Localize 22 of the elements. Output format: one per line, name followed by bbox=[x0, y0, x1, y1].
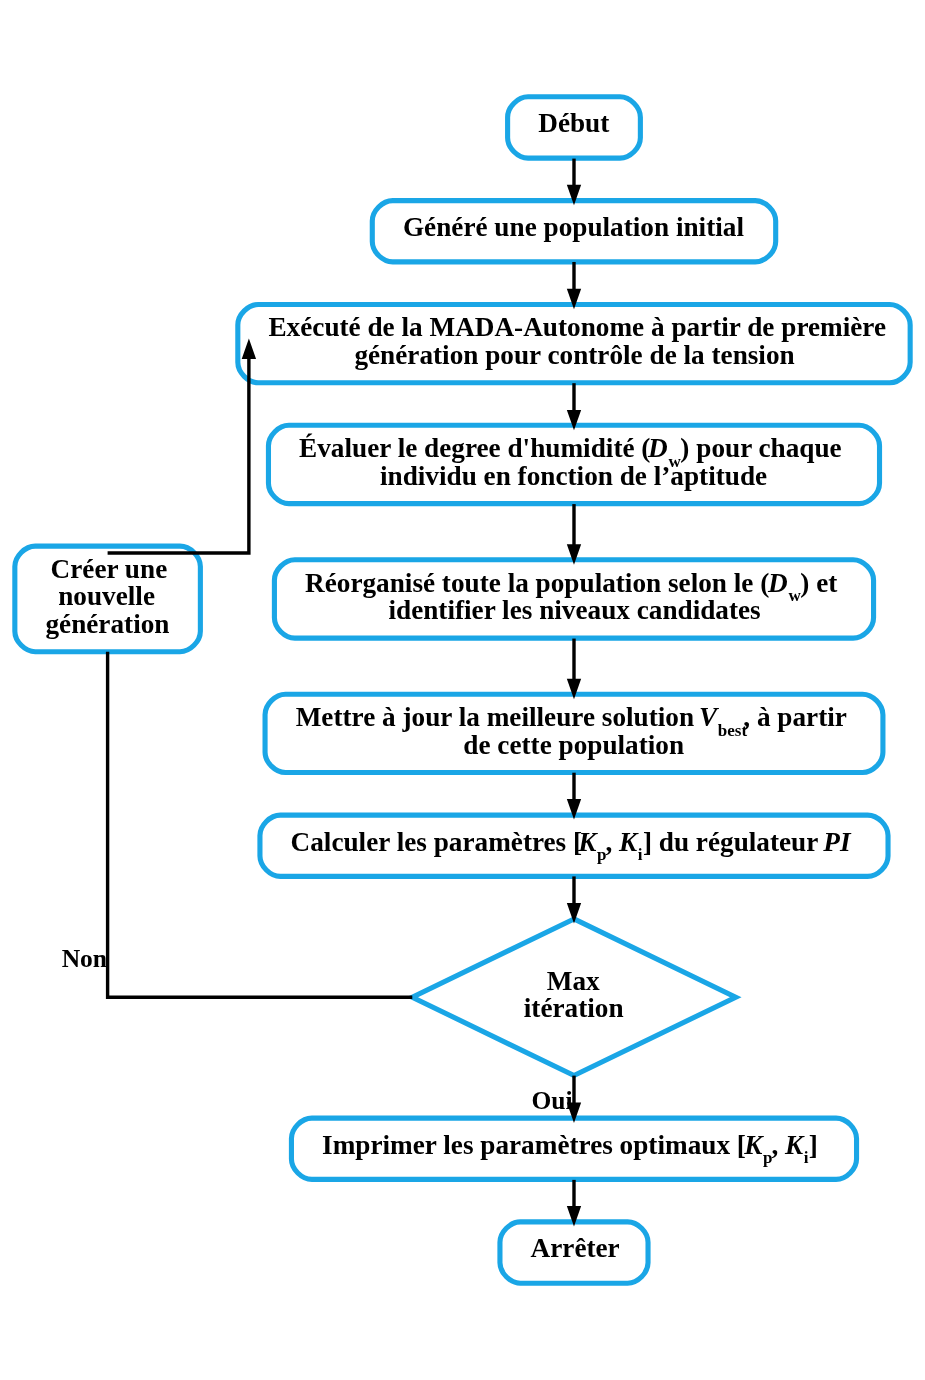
arrow bbox=[566, 876, 582, 924]
node-box: Réorganisé toute la population selon le (D$_{w}$) et identifier les niveaux candidates bbox=[271, 557, 877, 641]
node-box: Calculer les paramètres [K$_{p}$, K$_{i}$] du régulateur PI bbox=[257, 812, 891, 879]
arrow bbox=[566, 1179, 582, 1227]
node-box: Mettre à jour la meilleure solution V$_{best}$, à partir de cette population bbox=[262, 691, 886, 776]
arrow bbox=[566, 383, 582, 431]
node-box: Généré une population initial bbox=[369, 198, 779, 265]
node-box: Exécuté de la MADA-Autonome à partir de première génération pour contrôle de la tension bbox=[235, 301, 913, 386]
arrow bbox=[566, 638, 582, 700]
arrow bbox=[566, 504, 582, 565]
arrow bbox=[107, 338, 257, 555]
arrow bbox=[566, 772, 582, 820]
connector bbox=[105, 651, 413, 999]
arrow bbox=[566, 158, 582, 206]
arrow bbox=[566, 1075, 582, 1124]
node-box: Début bbox=[505, 94, 643, 161]
node-box: Évaluer le degree d'humidité (D$_{w}$) pour chaque individu en fonction de l’aptitude bbox=[265, 422, 883, 507]
arrow bbox=[566, 261, 582, 310]
node-box: Imprimer les paramètres optimaux [K$_{p}$, K$_{i}$] bbox=[288, 1115, 860, 1182]
node-box: Créer une nouvelle génération bbox=[12, 543, 203, 655]
node-box: Arrêter bbox=[497, 1219, 651, 1286]
edge-label: Non bbox=[61, 943, 108, 973]
